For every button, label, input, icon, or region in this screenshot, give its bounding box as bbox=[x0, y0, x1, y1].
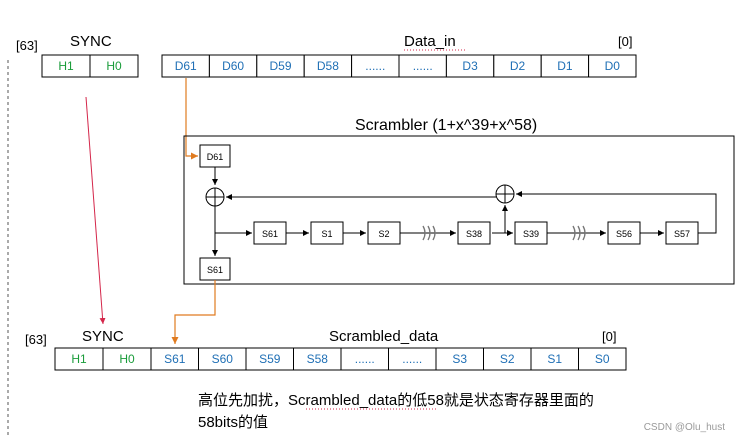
bottom-data-cell-7: S2 bbox=[500, 352, 515, 366]
top-data-label: Data_in bbox=[404, 33, 456, 50]
top-data-cell-2: D59 bbox=[269, 59, 291, 73]
scrambler-title: Scrambler (1+x^39+x^58) bbox=[355, 117, 537, 134]
top-data-cell-8: D1 bbox=[557, 59, 573, 73]
bottom-data-cell-5: ...... bbox=[402, 352, 422, 366]
tap-s57-feedback-wire bbox=[516, 191, 717, 234]
top-data-cell-5: ...... bbox=[413, 59, 433, 73]
chain-register-6: S57 bbox=[674, 229, 690, 239]
bottom-sync-cell-1: H0 bbox=[119, 352, 135, 366]
top-data-cell-7: D2 bbox=[510, 59, 526, 73]
chain-register-3: S38 bbox=[466, 229, 482, 239]
bottom-data-cell-8: S1 bbox=[547, 352, 562, 366]
bottom-data-cell-2: S59 bbox=[259, 352, 281, 366]
bottom-data-label: Scrambled_data bbox=[329, 328, 439, 345]
top-right-index: [0] bbox=[618, 34, 632, 49]
chain-register-5: S56 bbox=[616, 229, 632, 239]
top-left-index: [63] bbox=[16, 38, 38, 53]
bottom-data-cell-3: S58 bbox=[307, 352, 329, 366]
top-data-cell-1: D60 bbox=[222, 59, 244, 73]
chain-register-2: S2 bbox=[378, 229, 389, 239]
top-data-cell-6: D3 bbox=[462, 59, 478, 73]
bottom-data-cell-4: ...... bbox=[355, 352, 375, 366]
top-data-cell-0: D61 bbox=[175, 59, 197, 73]
input-bit-arrow bbox=[185, 78, 198, 160]
gap-squiggle-2 bbox=[572, 225, 586, 241]
sync-passthrough-arrow bbox=[85, 96, 106, 325]
bottom-data-cell-9: S0 bbox=[595, 352, 610, 366]
bottom-data-cells: S61 S60 S59 S58............ S3 S2 S1 S0 bbox=[150, 347, 627, 371]
top-data-cell-3: D58 bbox=[317, 59, 339, 73]
note-line-1: 高位先加扰，Scrambled_data的低58就是状态寄存器里面的 bbox=[198, 391, 594, 409]
shift-register-chain: S61 S1 S2 S38 S39 S56 S57 bbox=[253, 221, 699, 245]
output-bit-arrow bbox=[171, 280, 216, 344]
top-data-cell-box-9 bbox=[588, 54, 637, 78]
top-sync-label: SYNC bbox=[70, 33, 112, 50]
top-sync-cell-box-1 bbox=[89, 54, 139, 78]
top-sync-cell-0: H1 bbox=[58, 59, 74, 73]
top-sync-cell-1: H0 bbox=[106, 59, 122, 73]
top-data-cells: D61 D60 D59 D58............ D3 D2 D1 D0 bbox=[161, 54, 637, 78]
bottom-right-index: [0] bbox=[602, 329, 616, 344]
bottom-sync-label: SYNC bbox=[82, 328, 124, 345]
bottom-sync-cells: H1 H0 bbox=[54, 347, 152, 371]
note-line-2: 58bits的值 bbox=[198, 414, 268, 431]
bottom-data-cell-box-9 bbox=[578, 347, 627, 371]
xor-gate-1 bbox=[205, 187, 225, 207]
xor-gate-2 bbox=[495, 184, 515, 204]
top-sync-cells: H1 H0 bbox=[41, 54, 139, 78]
scrambler-box bbox=[183, 135, 735, 285]
scrambler-output-register-label: S61 bbox=[207, 265, 223, 275]
top-data-cell-9: D0 bbox=[605, 59, 621, 73]
top-data-cell-4: ...... bbox=[365, 59, 385, 73]
chain-register-0: S61 bbox=[262, 229, 278, 239]
bottom-left-index: [63] bbox=[25, 332, 47, 347]
chain-register-box-3 bbox=[457, 221, 491, 245]
bottom-data-cell-6: S3 bbox=[452, 352, 467, 366]
watermark: CSDN @Olu_hust bbox=[644, 422, 726, 433]
gap-squiggle-1 bbox=[422, 225, 436, 241]
chain-register-1: S1 bbox=[321, 229, 332, 239]
bottom-data-cell-0: S61 bbox=[164, 352, 186, 366]
bottom-data-cell-1: S60 bbox=[212, 352, 234, 366]
bottom-sync-cell-0: H1 bbox=[71, 352, 87, 366]
chain-register-4: S39 bbox=[523, 229, 539, 239]
scrambler-input-register-label: D61 bbox=[207, 152, 224, 162]
